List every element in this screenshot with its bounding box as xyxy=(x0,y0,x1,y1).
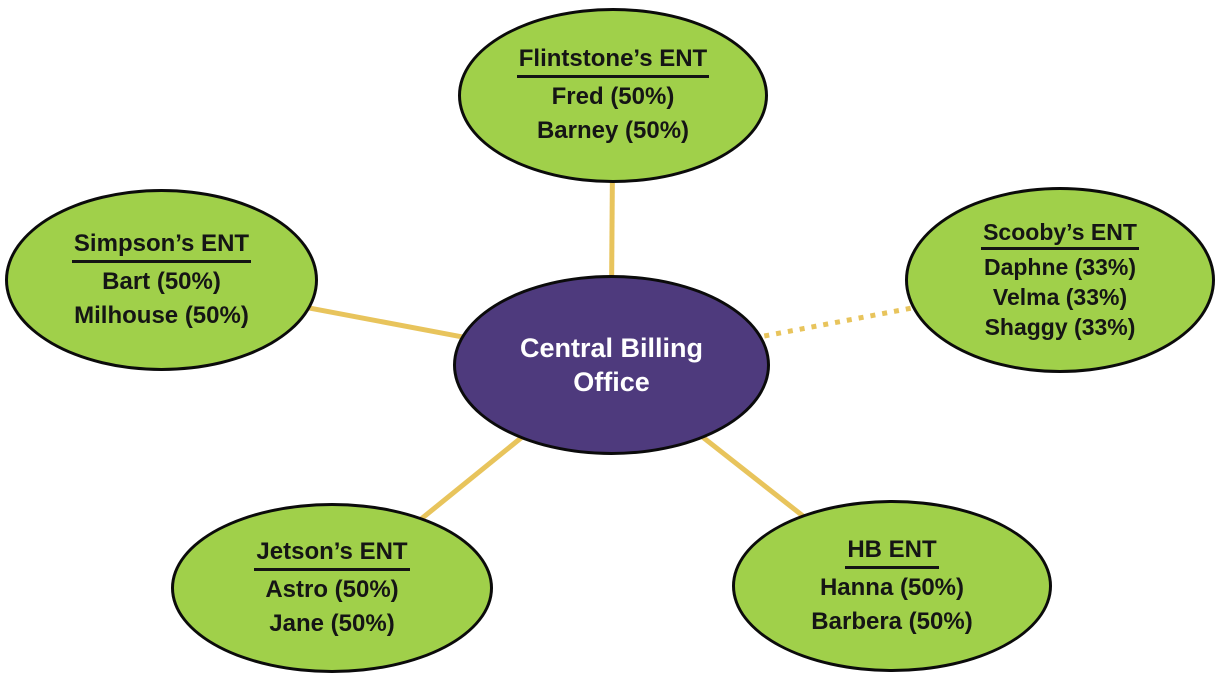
node-simpsons-ent: Simpson’s ENT Bart (50%) Milhouse (50%) xyxy=(5,189,318,371)
practice-member: Astro (50%) xyxy=(265,575,399,603)
practice-member: Milhouse (50%) xyxy=(74,301,249,329)
node-hb-ent: HB ENT Hanna (50%) Barbera (50%) xyxy=(732,500,1052,672)
practice-member: Jane (50%) xyxy=(269,609,395,637)
node-jetsons-ent: Jetson’s ENT Astro (50%) Jane (50%) xyxy=(171,503,493,673)
practice-member: Barbera (50%) xyxy=(811,607,973,635)
center-label: Central Billing Office xyxy=(519,333,703,397)
practice-title: Simpson’s ENT xyxy=(71,228,252,263)
practice-title: Flintstone’s ENT xyxy=(516,43,710,78)
practice-member: Daphne (33%) xyxy=(983,254,1137,280)
practice-title: Scooby’s ENT xyxy=(981,218,1139,250)
practice-title: HB ENT xyxy=(845,534,939,569)
practice-member: Velma (33%) xyxy=(992,284,1128,310)
practice-member: Fred (50%) xyxy=(551,83,675,110)
practice-member: Bart (50%) xyxy=(102,267,221,295)
node-central-billing-office: Central Billing Office xyxy=(453,275,770,455)
practice-title: Jetson’s ENT xyxy=(254,536,410,571)
practice-member: Barney (50%) xyxy=(536,117,690,144)
practice-member: Shaggy (33%) xyxy=(984,314,1136,340)
node-scoobys-ent: Scooby’s ENT Daphne (33%) Velma (33%) Sh… xyxy=(905,187,1215,373)
practice-member: Hanna (50%) xyxy=(819,573,965,601)
node-flintstones-ent: Flintstone’s ENT Fred (50%) Barney (50%) xyxy=(458,8,768,183)
